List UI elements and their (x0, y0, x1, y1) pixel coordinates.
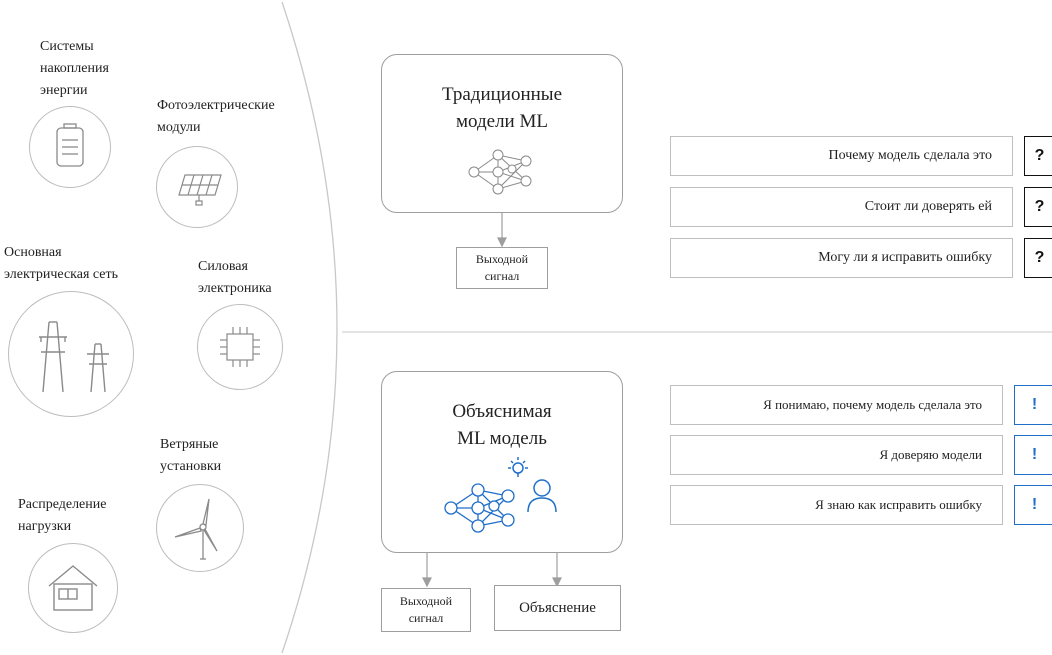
explainable-model-title: Объяснимая ML модель (452, 401, 552, 449)
solar-panel-icon (178, 174, 222, 206)
exclamation-icon: ! (1014, 485, 1052, 525)
traditional-model-title: Традиционные модели ML (441, 84, 563, 132)
explainable-output-box: Выходной сигнал (381, 588, 471, 632)
question-fix: Могу ли я исправить ошибку (670, 238, 1013, 278)
question-trust: Стоит ли доверять ей (670, 187, 1013, 227)
answer-trust: Я доверяю модели (670, 435, 1003, 475)
chip-icon (220, 327, 260, 367)
answer-understand: Я понимаю, почему модель сделала это (670, 385, 1003, 425)
load-circle (28, 543, 118, 633)
label-pv: Фотоэлектрические модули (157, 98, 275, 135)
question-mark-icon: ? (1024, 187, 1052, 227)
question-why: Почему модель сделала это (670, 136, 1013, 176)
neural-network-icon (468, 149, 532, 195)
wind-turbine-icon (174, 498, 218, 560)
battery-circle (29, 106, 111, 188)
power-electronics-circle (197, 304, 283, 390)
pv-circle (156, 146, 238, 228)
power-tower-icon (39, 321, 109, 393)
exclamation-icon: ! (1014, 435, 1052, 475)
person-idea-icon (508, 457, 557, 513)
neural-network-blue-icon (444, 483, 515, 533)
grid-circle (8, 291, 134, 417)
battery-icon (56, 123, 84, 167)
question-mark-icon: ? (1024, 136, 1052, 176)
label-grid: Основная электрическая сеть (4, 245, 119, 282)
traditional-model-box: Традиционные модели ML (381, 54, 623, 213)
explanation-box: Объяснение (494, 585, 621, 631)
house-icon (48, 565, 98, 611)
label-load: Распределение нагрузки (18, 497, 107, 534)
explainable-model-box: Объяснимая ML модель (381, 371, 623, 553)
exclamation-icon: ! (1014, 385, 1052, 425)
traditional-output-box: Выходной сигнал (456, 247, 548, 289)
label-power-electronics: Силовая электроника (198, 259, 272, 296)
label-storage: Системы накопления энергии (40, 39, 109, 98)
answer-fix: Я знаю как исправить ошибку (670, 485, 1003, 525)
wind-circle (156, 484, 244, 572)
label-wind: Ветряные установки (160, 437, 222, 474)
question-mark-icon: ? (1024, 238, 1052, 278)
